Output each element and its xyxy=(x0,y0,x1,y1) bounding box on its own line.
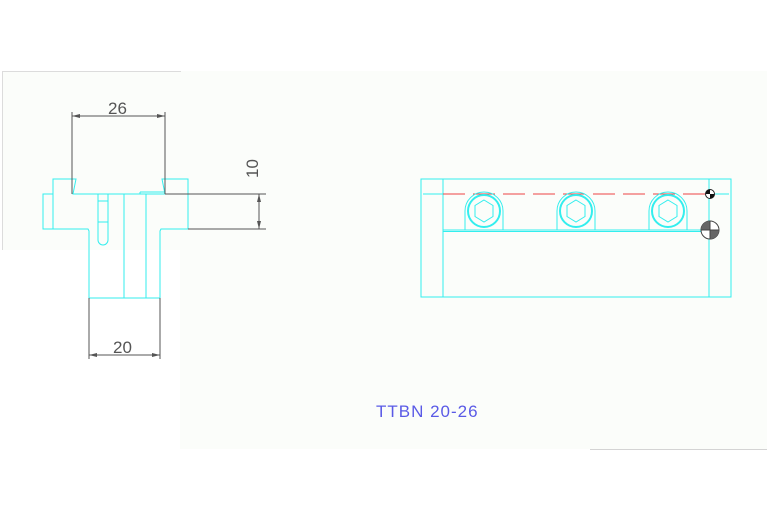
hex-socket-icon xyxy=(474,199,494,223)
drawing-sheet-background-left xyxy=(2,71,181,250)
bolt-2 xyxy=(556,191,596,230)
dimension-height: 10 xyxy=(243,159,262,178)
side-view-dimensions xyxy=(71,112,266,359)
side-view xyxy=(42,178,189,299)
front-view xyxy=(420,178,732,298)
bolt-1 xyxy=(464,191,504,230)
drawing-title: TTBN 20-26 xyxy=(376,402,479,421)
center-of-gravity-large-icon xyxy=(700,220,720,240)
sheet-edge-line xyxy=(590,449,767,450)
dimension-top-width: 26 xyxy=(108,99,127,118)
bolt-3 xyxy=(648,191,688,230)
hex-socket-icon xyxy=(658,199,678,223)
center-of-gravity-small-icon xyxy=(705,189,715,199)
hex-socket-icon xyxy=(566,199,586,223)
drawing-sheet-background xyxy=(180,71,767,449)
dimension-bottom-width: 20 xyxy=(113,338,132,357)
